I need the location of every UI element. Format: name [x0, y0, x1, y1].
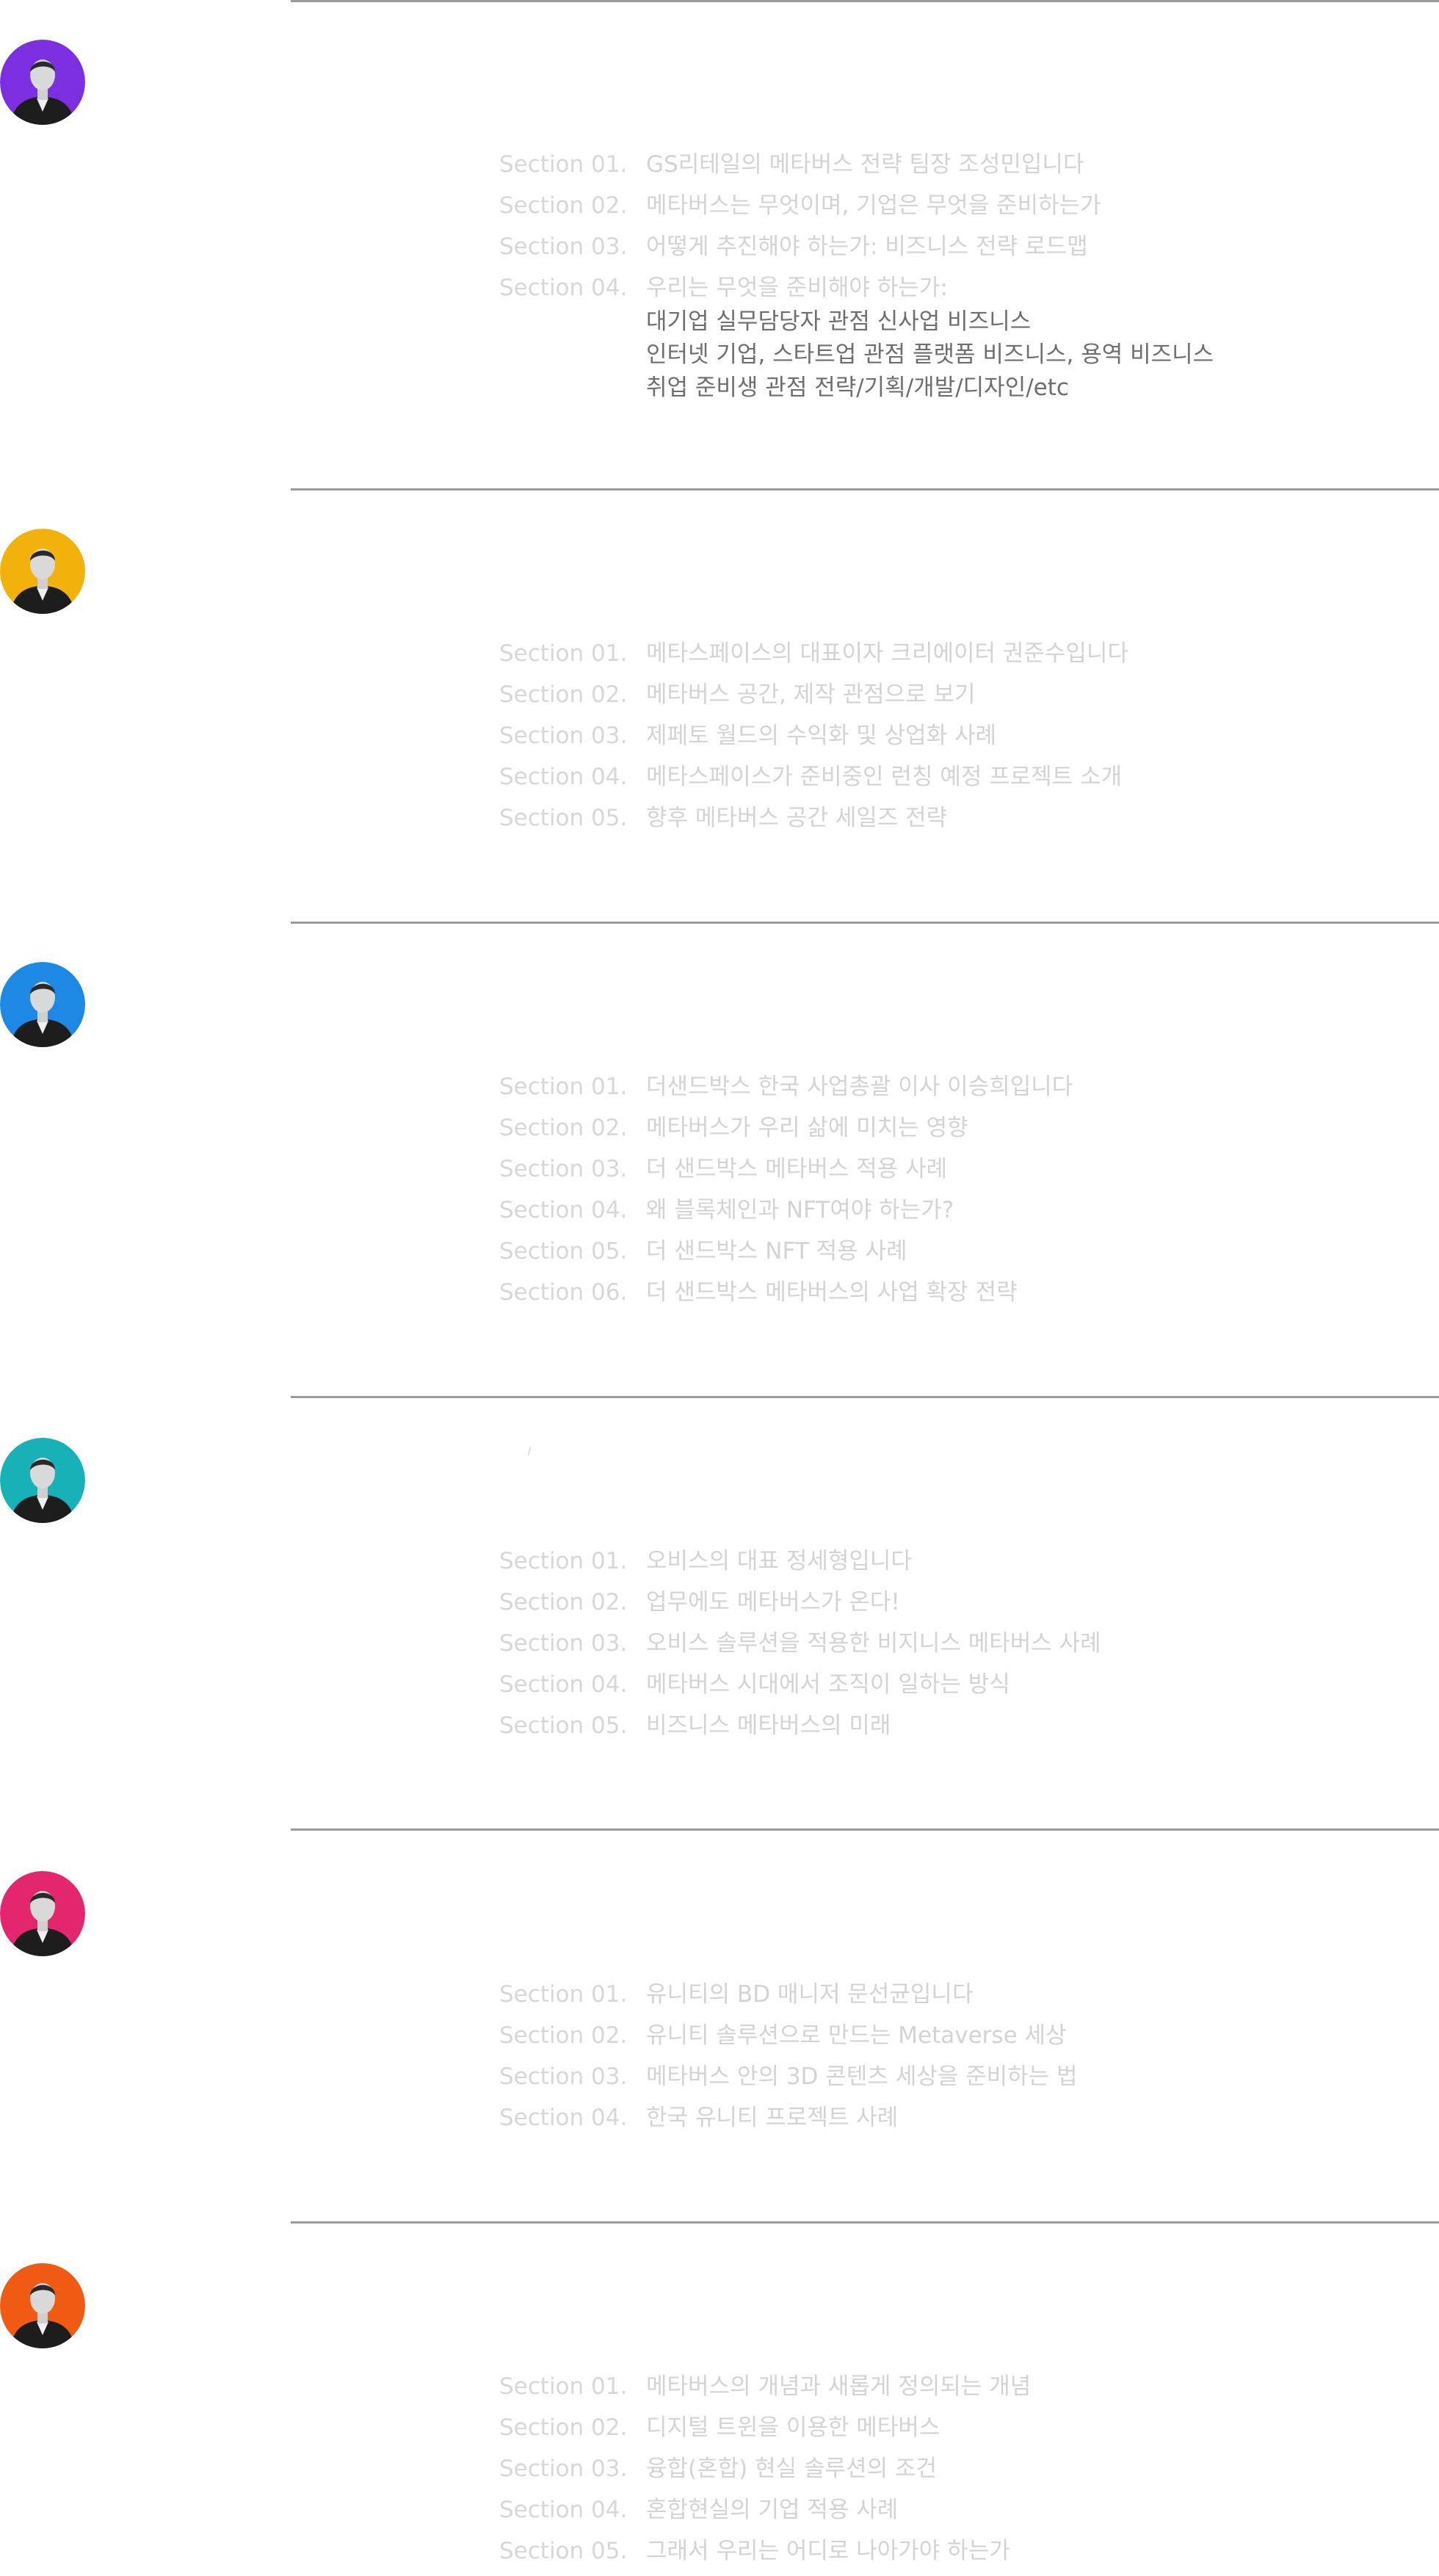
section-label: Section 04.	[499, 1671, 628, 1698]
section-divider	[291, 922, 1439, 924]
section-label: Section 01.	[499, 1074, 628, 1100]
sub-item: 인터넷 기업, 스타트업 관점 플랫폼 비즈니스, 용역 비즈니스	[646, 341, 1214, 368]
speaker-avatar	[0, 529, 85, 614]
section-title: 더샌드박스 한국 사업총괄 이사 이승희입니다	[646, 1074, 1073, 1100]
section-title: 메타스페이스의 대표이자 크리에이터 권준수입니다	[646, 640, 1129, 667]
section-title: 제페토 월드의 수익화 및 상업화 사례	[646, 723, 997, 749]
section-title: 어떻게 추진해야 하는가: 비즈니스 전략 로드맵	[646, 234, 1088, 260]
section-title: 메타버스의 개념과 새롭게 정의되는 개념	[646, 2373, 1032, 2400]
section-label: Section 05.	[499, 1238, 628, 1265]
section-label: Section 01.	[499, 2373, 628, 2400]
section-title: 융합(혼합) 현실 솔루션의 조건	[646, 2456, 937, 2482]
section-title: 유니티 솔루션으로 만드는 Metaverse 세상	[646, 2022, 1067, 2049]
section-title: 오비스 솔루션을 적용한 비지니스 메타버스 사례	[646, 1630, 1101, 1657]
section-title: 유니티의 BD 매니저 문선균입니다	[646, 1981, 974, 2008]
section-label: Section 02.	[499, 681, 628, 708]
section-title: 향후 메타버스 공간 세일즈 전략	[646, 805, 948, 831]
section-label: Section 01.	[499, 151, 628, 178]
section-label: Section 06.	[499, 1279, 628, 1306]
speaker-avatar	[0, 2263, 85, 2348]
section-label: Section 04.	[499, 764, 628, 790]
section-title: 그래서 우리는 어디로 나아가야 하는가	[646, 2538, 1010, 2564]
speaker-avatar	[0, 1871, 85, 1956]
section-title: 디지털 트윈을 이용한 메타버스	[646, 2414, 940, 2441]
section-label: Section 03.	[499, 2456, 628, 2482]
section-label: Section 01.	[499, 640, 628, 667]
section-title: 왜 블록체인과 NFT여야 하는가?	[646, 1197, 954, 1223]
section-label: Section 03.	[499, 2063, 628, 2090]
section-title: 오비스의 대표 정세형입니다	[646, 1548, 912, 1574]
section-title: 한국 유니티 프로젝트 사례	[646, 2105, 899, 2131]
section-title: 더 샌드박스 NFT 적용 사례	[646, 1238, 907, 1265]
section-label: Section 04.	[499, 2497, 628, 2523]
section-label: Section 02.	[499, 2414, 628, 2441]
section-divider	[291, 0, 1439, 2]
section-label: Section 02.	[499, 192, 628, 219]
section-divider	[291, 1828, 1439, 1831]
section-label: Section 02.	[499, 1589, 628, 1616]
speaker-avatar	[0, 40, 85, 125]
section-title: 메타버스는 무엇이며, 기업은 무엇을 준비하는가	[646, 192, 1101, 219]
section-label: Section 01.	[499, 1981, 628, 2008]
section-title: 우리는 무엇을 준비해야 하는가:	[646, 275, 948, 301]
section-label: Section 04.	[499, 2105, 628, 2131]
section-title: 혼합현실의 기업 적용 사례	[646, 2497, 899, 2523]
sub-item: 대기업 실무담당자 관점 신사업 비즈니스	[646, 308, 1032, 335]
decorative-mark	[527, 1446, 532, 1456]
section-title: 더 샌드박스 메타버스의 사업 확장 전략	[646, 1279, 1018, 1306]
section-title: 메타스페이스가 준비중인 런칭 예정 프로젝트 소개	[646, 764, 1123, 790]
section-title: 메타버스 안의 3D 콘텐츠 세상을 준비하는 법	[646, 2063, 1078, 2090]
section-title: 업무에도 메타버스가 온다!	[646, 1589, 900, 1616]
section-title: 메타버스 공간, 제작 관점으로 보기	[646, 681, 976, 708]
section-title: 메타버스 시대에서 조직이 일하는 방식	[646, 1671, 1010, 1698]
section-label: Section 03.	[499, 234, 628, 260]
section-label: Section 05.	[499, 2538, 628, 2564]
section-label: Section 04.	[499, 275, 628, 301]
section-label: Section 05.	[499, 805, 628, 831]
section-divider	[291, 488, 1439, 491]
section-title: 더 샌드박스 메타버스 적용 사례	[646, 1156, 948, 1182]
speaker-avatar	[0, 962, 85, 1047]
section-divider	[291, 1396, 1439, 1398]
section-title: 비즈니스 메타버스의 미래	[646, 1712, 891, 1739]
section-label: Section 03.	[499, 1630, 628, 1657]
section-label: Section 02.	[499, 2022, 628, 2049]
section-label: Section 03.	[499, 1156, 628, 1182]
section-title: GS리테일의 메타버스 전략 팀장 조성민입니다	[646, 151, 1084, 178]
sub-item: 취업 준비생 관점 전략/기획/개발/디자인/etc	[646, 375, 1069, 401]
section-divider	[291, 2221, 1439, 2224]
speaker-avatar	[0, 1438, 85, 1523]
section-label: Section 01.	[499, 1548, 628, 1574]
section-title: 메타버스가 우리 삶에 미치는 영향	[646, 1115, 968, 1141]
section-label: Section 05.	[499, 1712, 628, 1739]
section-label: Section 02.	[499, 1115, 628, 1141]
section-label: Section 03.	[499, 723, 628, 749]
section-label: Section 04.	[499, 1197, 628, 1223]
